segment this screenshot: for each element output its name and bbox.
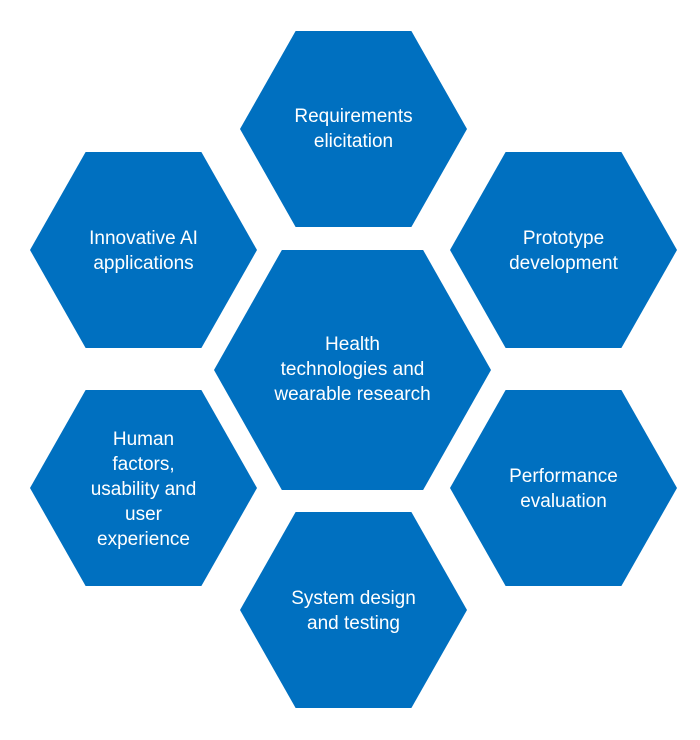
prototype-development-label-line: development (509, 253, 619, 274)
node-performance-evaluation: Performance evaluation (450, 390, 677, 586)
requirements-elicitation-label-line: Requirements (294, 106, 412, 127)
requirements-elicitation-hexagon (240, 31, 467, 227)
innovative-ai-label-line: applications (93, 253, 193, 274)
human-factors-hexagon (30, 390, 257, 586)
innovative-ai-hexagon (30, 152, 257, 348)
performance-evaluation-label-line: Performance (509, 466, 618, 487)
human-factors-label-line: factors, (112, 454, 174, 475)
node-prototype-development: Prototype development (450, 152, 677, 348)
human-factors-label-line: experience (97, 529, 190, 550)
center-hexagon (214, 250, 491, 490)
node-innovative-ai: Innovative AI applications (30, 152, 257, 348)
prototype-development-label-line: Prototype (523, 228, 604, 249)
center-label-line: wearable research (273, 384, 430, 405)
innovative-ai-label-line: Innovative AI (89, 228, 198, 249)
system-design-testing-label-line: System design (291, 588, 416, 609)
center-label-line: technologies and (281, 359, 425, 380)
center-node: Health technologies and wearable research (214, 250, 491, 490)
system-design-testing-hexagon (240, 512, 467, 708)
node-human-factors: Human factors, usability and user experience (30, 390, 257, 586)
requirements-elicitation-label-line: elicitation (314, 131, 393, 152)
center-label-line: Health (325, 334, 380, 355)
human-factors-label-line: usability and (91, 479, 197, 500)
prototype-development-hexagon (450, 152, 677, 348)
node-system-design-testing: System design and testing (240, 512, 467, 708)
human-factors-label-line: Human (113, 429, 174, 450)
system-design-testing-label-line: and testing (307, 613, 400, 634)
node-requirements-elicitation: Requirements elicitation (240, 31, 467, 227)
human-factors-label-line: user (125, 504, 163, 525)
performance-evaluation-hexagon (450, 390, 677, 586)
performance-evaluation-label-line: evaluation (520, 491, 607, 512)
